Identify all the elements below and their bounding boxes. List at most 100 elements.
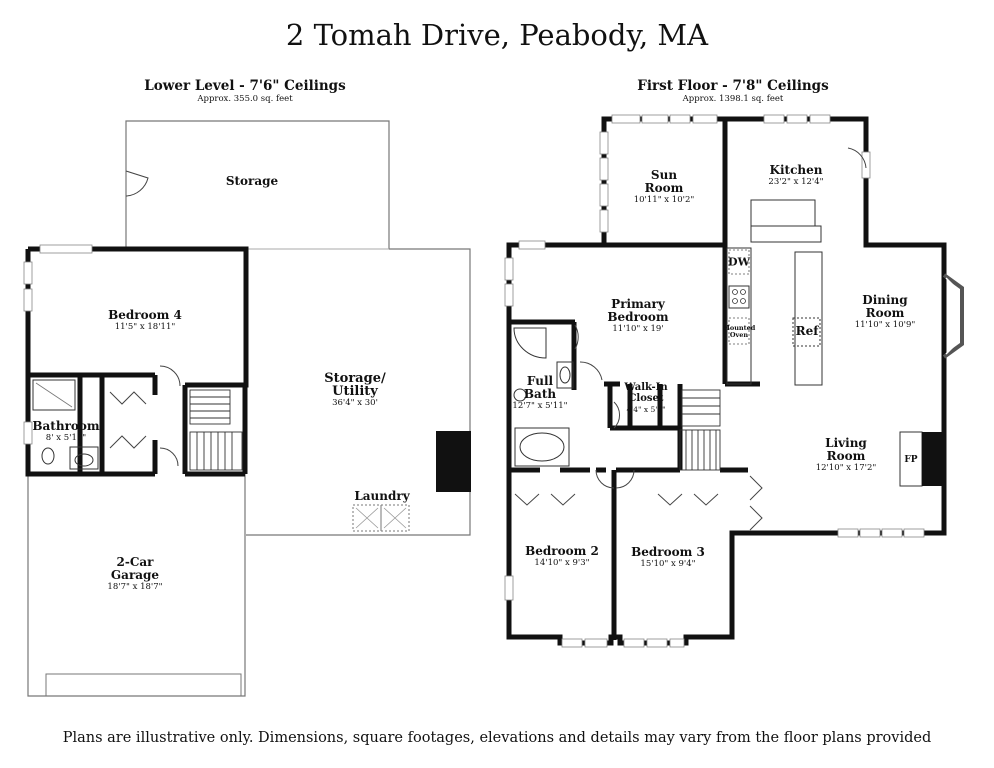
closet-doors-1 bbox=[109, 391, 147, 405]
fireplace bbox=[922, 432, 946, 486]
storage-door-swing bbox=[125, 170, 149, 197]
room-name: Living Room bbox=[825, 436, 867, 463]
room-dimensions: 12'7" x 5'11" bbox=[512, 401, 568, 411]
first-floor-area: Approx. 1398.1 sq. feet bbox=[682, 94, 784, 104]
dining-bay-window bbox=[942, 273, 964, 359]
room-name: Primary Bedroom bbox=[607, 297, 669, 324]
burner-4 bbox=[740, 298, 746, 304]
bedroom4-window-left-2 bbox=[23, 288, 33, 312]
room-name: Bedroom 4 bbox=[108, 308, 182, 322]
bedroom4-walls bbox=[25, 246, 249, 477]
room-dimensions: 15'10" x 9'4" bbox=[640, 559, 696, 569]
room-dimensions: 11'10" x 19' bbox=[612, 324, 664, 334]
room-name: Full Bath bbox=[523, 374, 557, 401]
room-name: Bedroom 2 bbox=[525, 544, 599, 558]
dishwasher-box bbox=[728, 249, 750, 275]
burner-2 bbox=[740, 289, 746, 295]
cooktop bbox=[728, 285, 750, 309]
room-living-room: Living Room 12'10" x 17'2" bbox=[816, 437, 877, 474]
lower-level-area: Approx. 355.0 sq. feet bbox=[197, 94, 293, 104]
room-name: 2-Car Garage bbox=[110, 555, 160, 582]
bathroom-toilet bbox=[41, 447, 55, 465]
disclaimer-footer: Plans are illustrative only. Dimensions,… bbox=[62, 730, 932, 746]
room-dimensions: 11'5" x 18'11" bbox=[114, 322, 176, 332]
dishwasher-label: DW bbox=[728, 255, 750, 269]
room-dimensions: 18'7" x 18'7" bbox=[107, 582, 163, 592]
room-name: Storage/ Utility bbox=[324, 371, 386, 399]
mounted-oven-label: Mounted Oven bbox=[722, 324, 756, 339]
burner-3 bbox=[732, 298, 738, 304]
closet-doors-2 bbox=[109, 435, 147, 449]
room-dimensions: 12'10" x 17'2" bbox=[815, 463, 877, 473]
lower-level-plan bbox=[23, 120, 471, 697]
dining-bay-window-inner bbox=[945, 277, 959, 355]
room-name: Dining Room bbox=[862, 293, 908, 320]
first-floor-exterior-walls bbox=[506, 116, 947, 646]
first-floor-stairs bbox=[679, 389, 721, 471]
bathroom-sink-bowl bbox=[74, 453, 94, 467]
room-primary-bedroom: Primary Bedroom 11'10" x 19' bbox=[607, 298, 668, 335]
room-dimensions: 4'4" x 5'6" bbox=[626, 405, 666, 414]
closet-bifold-doors bbox=[514, 475, 763, 531]
first-floor-plan bbox=[504, 114, 964, 648]
room-bedroom-3: Bedroom 3 15'10" x 9'4" bbox=[631, 546, 705, 570]
bedroom4-window-left-1 bbox=[23, 261, 33, 285]
bedroom4-window-top bbox=[39, 244, 93, 254]
room-bedroom-4: Bedroom 4 11'5" x 18'11" bbox=[108, 309, 182, 333]
storage-utility-outline bbox=[246, 248, 471, 536]
room-dimensions: 36'4" x 30' bbox=[332, 398, 378, 408]
room-dining-room: Dining Room 11'10" x 10'9" bbox=[855, 294, 916, 331]
kitchen-counters bbox=[726, 199, 823, 386]
first-floor-windows bbox=[504, 114, 925, 648]
room-storage-top: Storage bbox=[226, 175, 278, 188]
refrigerator-label: Ref bbox=[795, 324, 819, 338]
room-walk-in-closet: Walk-In Closet 4'4" x 5'6" bbox=[624, 382, 667, 415]
bathroom-shower bbox=[32, 379, 76, 411]
bathroom-window bbox=[23, 421, 33, 445]
page-title: 2 Tomah Drive, Peabody, MA bbox=[285, 18, 709, 52]
room-name: Bedroom 3 bbox=[631, 545, 705, 559]
bathroom-sink bbox=[69, 446, 99, 470]
burner-1 bbox=[732, 289, 738, 295]
lower-stairs bbox=[189, 389, 243, 471]
lower-level-header: Lower Level - 7'6" Ceilings Approx. 355.… bbox=[140, 78, 350, 104]
room-bathroom: Bathroom 8' x 5'11" bbox=[32, 420, 99, 444]
furnace-block bbox=[436, 431, 471, 492]
room-garage: 2-Car Garage 18'7" x 18'7" bbox=[107, 556, 162, 593]
full-bath-fixtures bbox=[513, 327, 574, 467]
room-dimensions: 8' x 5'11" bbox=[45, 433, 87, 443]
room-name: Laundry bbox=[354, 489, 410, 503]
room-storage-utility: Storage/ Utility 36'4" x 30' bbox=[324, 372, 385, 409]
room-name: Storage bbox=[225, 174, 279, 188]
lower-level-heading: Lower Level - 7'6" Ceilings bbox=[144, 78, 346, 94]
room-full-bath: Full Bath 12'7" x 5'11" bbox=[512, 375, 567, 412]
first-floor-interior-walls bbox=[509, 119, 760, 640]
washer bbox=[352, 504, 382, 532]
first-floor-heading: First Floor - 7'8" Ceilings bbox=[637, 78, 829, 94]
room-name: Sun Room bbox=[644, 168, 684, 195]
room-name: Kitchen bbox=[769, 163, 823, 177]
fireplace-label: FP bbox=[904, 455, 918, 465]
room-laundry: Laundry bbox=[354, 490, 409, 503]
dryer-mark bbox=[383, 507, 407, 529]
room-bedroom-2: Bedroom 2 14'10" x 9'3" bbox=[525, 545, 599, 569]
room-dimensions: 14'10" x 9'3" bbox=[534, 558, 590, 568]
lower-door-swings bbox=[159, 365, 181, 467]
room-dimensions: 10'11" x 10'2" bbox=[633, 195, 695, 205]
room-name: Walk-In Closet bbox=[624, 382, 668, 404]
garage-door bbox=[45, 673, 242, 697]
oven-box bbox=[728, 317, 750, 345]
bathroom-shower-mark bbox=[35, 382, 73, 408]
room-dimensions: 11'10" x 10'9" bbox=[854, 320, 916, 330]
storage-top-outline bbox=[125, 120, 390, 249]
washer-mark bbox=[355, 507, 379, 529]
first-floor-door-swings bbox=[574, 147, 867, 489]
room-name: Bathroom bbox=[32, 419, 100, 433]
room-dimensions: 23'2" x 12'4" bbox=[768, 177, 824, 187]
refrigerator-box bbox=[792, 317, 821, 347]
dryer bbox=[380, 504, 410, 532]
room-kitchen: Kitchen 23'2" x 12'4" bbox=[768, 164, 823, 188]
room-sun-room: Sun Room 10'11" x 10'2" bbox=[634, 169, 695, 206]
first-floor-header: First Floor - 7'8" Ceilings Approx. 1398… bbox=[628, 78, 838, 104]
